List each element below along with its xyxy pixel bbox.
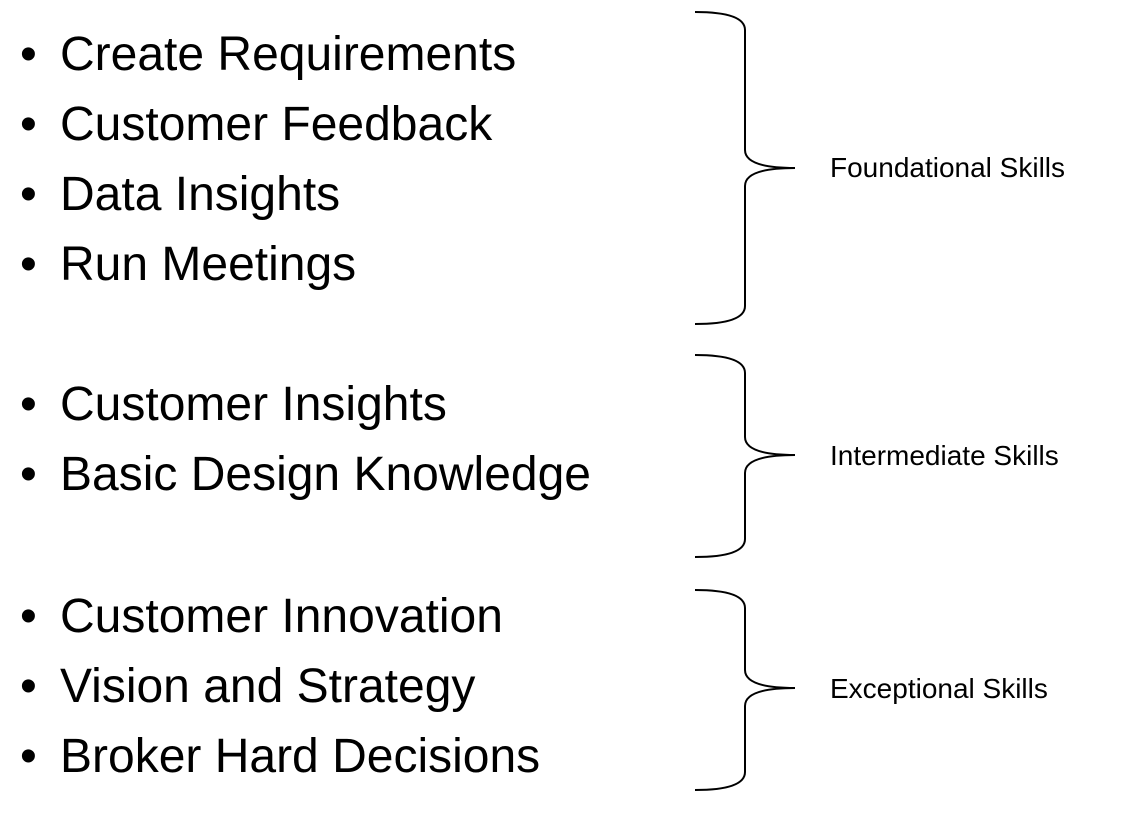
bullet-icon: • — [20, 590, 37, 643]
curly-brace-icon — [694, 11, 796, 325]
bullet-icon: • — [20, 238, 37, 291]
curly-brace-icon — [694, 354, 796, 558]
bullet-icon: • — [20, 98, 37, 151]
group-label-exceptional: Exceptional Skills — [830, 673, 1048, 704]
skill-item-text: Basic Design Knowledge — [60, 448, 591, 501]
curly-brace-icon — [694, 589, 796, 791]
skill-item-text: Run Meetings — [60, 238, 357, 291]
skill-group-foundational: •Create Requirements •Customer Feedback … — [0, 0, 1134, 330]
skill-item-text: Create Requirements — [60, 28, 517, 81]
skill-item-text: Data Insights — [60, 168, 341, 221]
skill-item: • Run Meetings — [20, 230, 356, 300]
skill-item-text: Vision and Strategy — [60, 660, 476, 713]
skill-item-text: Customer Insights — [60, 378, 447, 431]
bullet-icon: • — [20, 28, 37, 81]
group-label-foundational: Foundational Skills — [830, 152, 1066, 183]
skill-item: • Customer Feedback — [20, 90, 492, 160]
bullet-icon: • — [20, 168, 37, 221]
skill-group-exceptional: • Customer Innovation • Vision and Strateg… — [20, 582, 1048, 792]
skill-item: • Broker Hard Decisions — [20, 722, 540, 792]
skill-item-text: Customer Innovation — [60, 590, 503, 643]
skill-item-text: Customer Feedback — [60, 98, 493, 151]
skill-item: • Customer Innovation — [20, 582, 503, 652]
bullet-icon: • — [20, 448, 37, 501]
skill-item: • Data Insights — [20, 160, 340, 230]
skill-item: • Basic Design Knowledge — [20, 440, 591, 510]
bullet-icon: • — [20, 660, 37, 713]
bullet-icon: • — [20, 730, 37, 783]
skill-item: • Create Requirements — [20, 20, 516, 90]
group-label-intermediate: Intermediate Skills — [830, 440, 1059, 471]
bullet-icon: • — [20, 378, 37, 431]
skill-item-text: Broker Hard Decisions — [60, 730, 541, 783]
skill-item: • Customer Insights — [20, 370, 447, 440]
skill-item: • Vision and Strategy — [20, 652, 475, 722]
skill-group-intermediate: • Customer Insights • Basic Design Knowled… — [20, 354, 1059, 558]
